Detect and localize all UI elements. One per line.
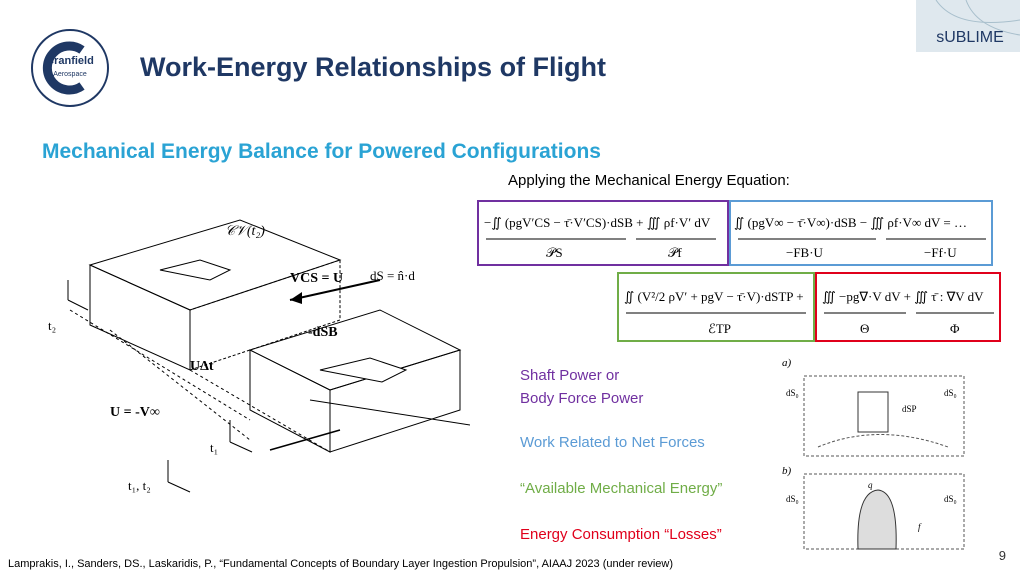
force-term: −Ff·U [924, 245, 957, 260]
logo-name: Cranfield [46, 55, 94, 67]
ds0-b-right: dS₀ [944, 494, 957, 504]
sublime-brand: sUBLIME [936, 29, 1004, 46]
fig-b-label: b) [782, 465, 792, 477]
theta-term: Θ [860, 321, 869, 336]
citation: Lamprakis, I., Sanders, DS., Laskaridis,… [8, 558, 674, 570]
page-number: 9 [998, 548, 1006, 563]
svg-text:∭ −pg∇·V dV + ∭ τ̄ : ∇V dV: ∭ −pg∇·V dV + ∭ τ̄ : ∇V dV [822, 289, 984, 304]
section-subtitle: Mechanical Energy Balance for Powered Co… [42, 140, 601, 163]
losses-box [815, 272, 1001, 342]
dsp-label: dSP [902, 404, 917, 414]
svg-text:−∬ (pgV′CS − τ̄·V′CS)·dSB + ∭: −∬ (pgV′CS − τ̄·V′CS)·dSB + ∭ ρf·V′ dV [484, 215, 711, 230]
shaft-power-line2: Body Force Power [520, 390, 644, 407]
f-label: f [918, 522, 922, 532]
u-vinf-label: U = -V∞ [110, 405, 160, 420]
shaft-power-label: Shaft Power or Body Force Power [520, 364, 643, 410]
net-forces-label: Work Related to Net Forces [520, 434, 705, 451]
t1t2-label: t₁, t₂ [128, 478, 151, 493]
etp-term: ℰTP [708, 321, 731, 336]
ds0-right: dS₀ [944, 388, 957, 398]
shaft-power-line1: Shaft Power or [520, 367, 620, 384]
fig-a-label: a) [782, 357, 792, 369]
svg-text:∬ (V²/2 ρV′ + pgV − τ̄·V)·dSTP: ∬ (V²/2 ρV′ + pgV − τ̄·V)·dSTP + [624, 289, 804, 304]
equation-intro: Applying the Mechanical Energy Equation: [508, 172, 790, 189]
aircraft-icon [159, 259, 232, 281]
phi-term: Φ [950, 321, 960, 336]
cranfield-logo: Cranfield Aerospace [31, 29, 109, 107]
udt-label: UΔt [190, 359, 214, 374]
svg-text:∬ (pgV∞ − τ̄·V∞)·dSB − ∭ ρf·V∞: ∬ (pgV∞ − τ̄·V∞)·dSB − ∭ ρf·V∞ dV = … [734, 215, 967, 230]
logo-sub: Aerospace [53, 71, 87, 78]
bli-diagrams: a) dS₀ dS₀ dSP b) dS₀ dS₀ q f [782, 357, 965, 550]
page-title: Work-Energy Relationships of Flight [140, 52, 607, 82]
available-energy-box [617, 272, 815, 342]
aircraft-icon [319, 357, 408, 383]
drag-term: −FB·U [786, 245, 824, 260]
losses-label: Energy Consumption “Losses” [520, 526, 722, 543]
dsb-label: -dSB [308, 325, 338, 340]
sublime-logo: sUBLIME [916, 0, 1020, 52]
net-force-box [729, 200, 993, 266]
body-force-term: 𝒫f [668, 245, 682, 260]
t1-label: t₁ [210, 440, 218, 455]
vcs-label: VCS = U [290, 271, 343, 286]
available-energy-label: “Available Mechanical Energy” [520, 480, 723, 497]
ds0-b-left: dS₀ [786, 494, 799, 504]
cv-t2-label: 𝒞𝒱(t₂) [225, 224, 265, 239]
shaft-term: 𝒫S [546, 245, 563, 260]
shaft-power-box [477, 200, 729, 266]
control-volume-figure: 𝒞𝒱(t₂) VCS = U dS = n̂·d -dSB UΔt U = -V… [48, 219, 470, 493]
energy-equation: −∬ (pgV′CS − τ̄·V′CS)·dSB + ∭ ρf·V′ dV 𝒫… [477, 200, 1001, 342]
ds-label: dS = n̂·d [370, 268, 415, 283]
q-label: q [868, 480, 873, 490]
ds0-left: dS₀ [786, 388, 799, 398]
t2-label: t₂ [48, 318, 56, 333]
